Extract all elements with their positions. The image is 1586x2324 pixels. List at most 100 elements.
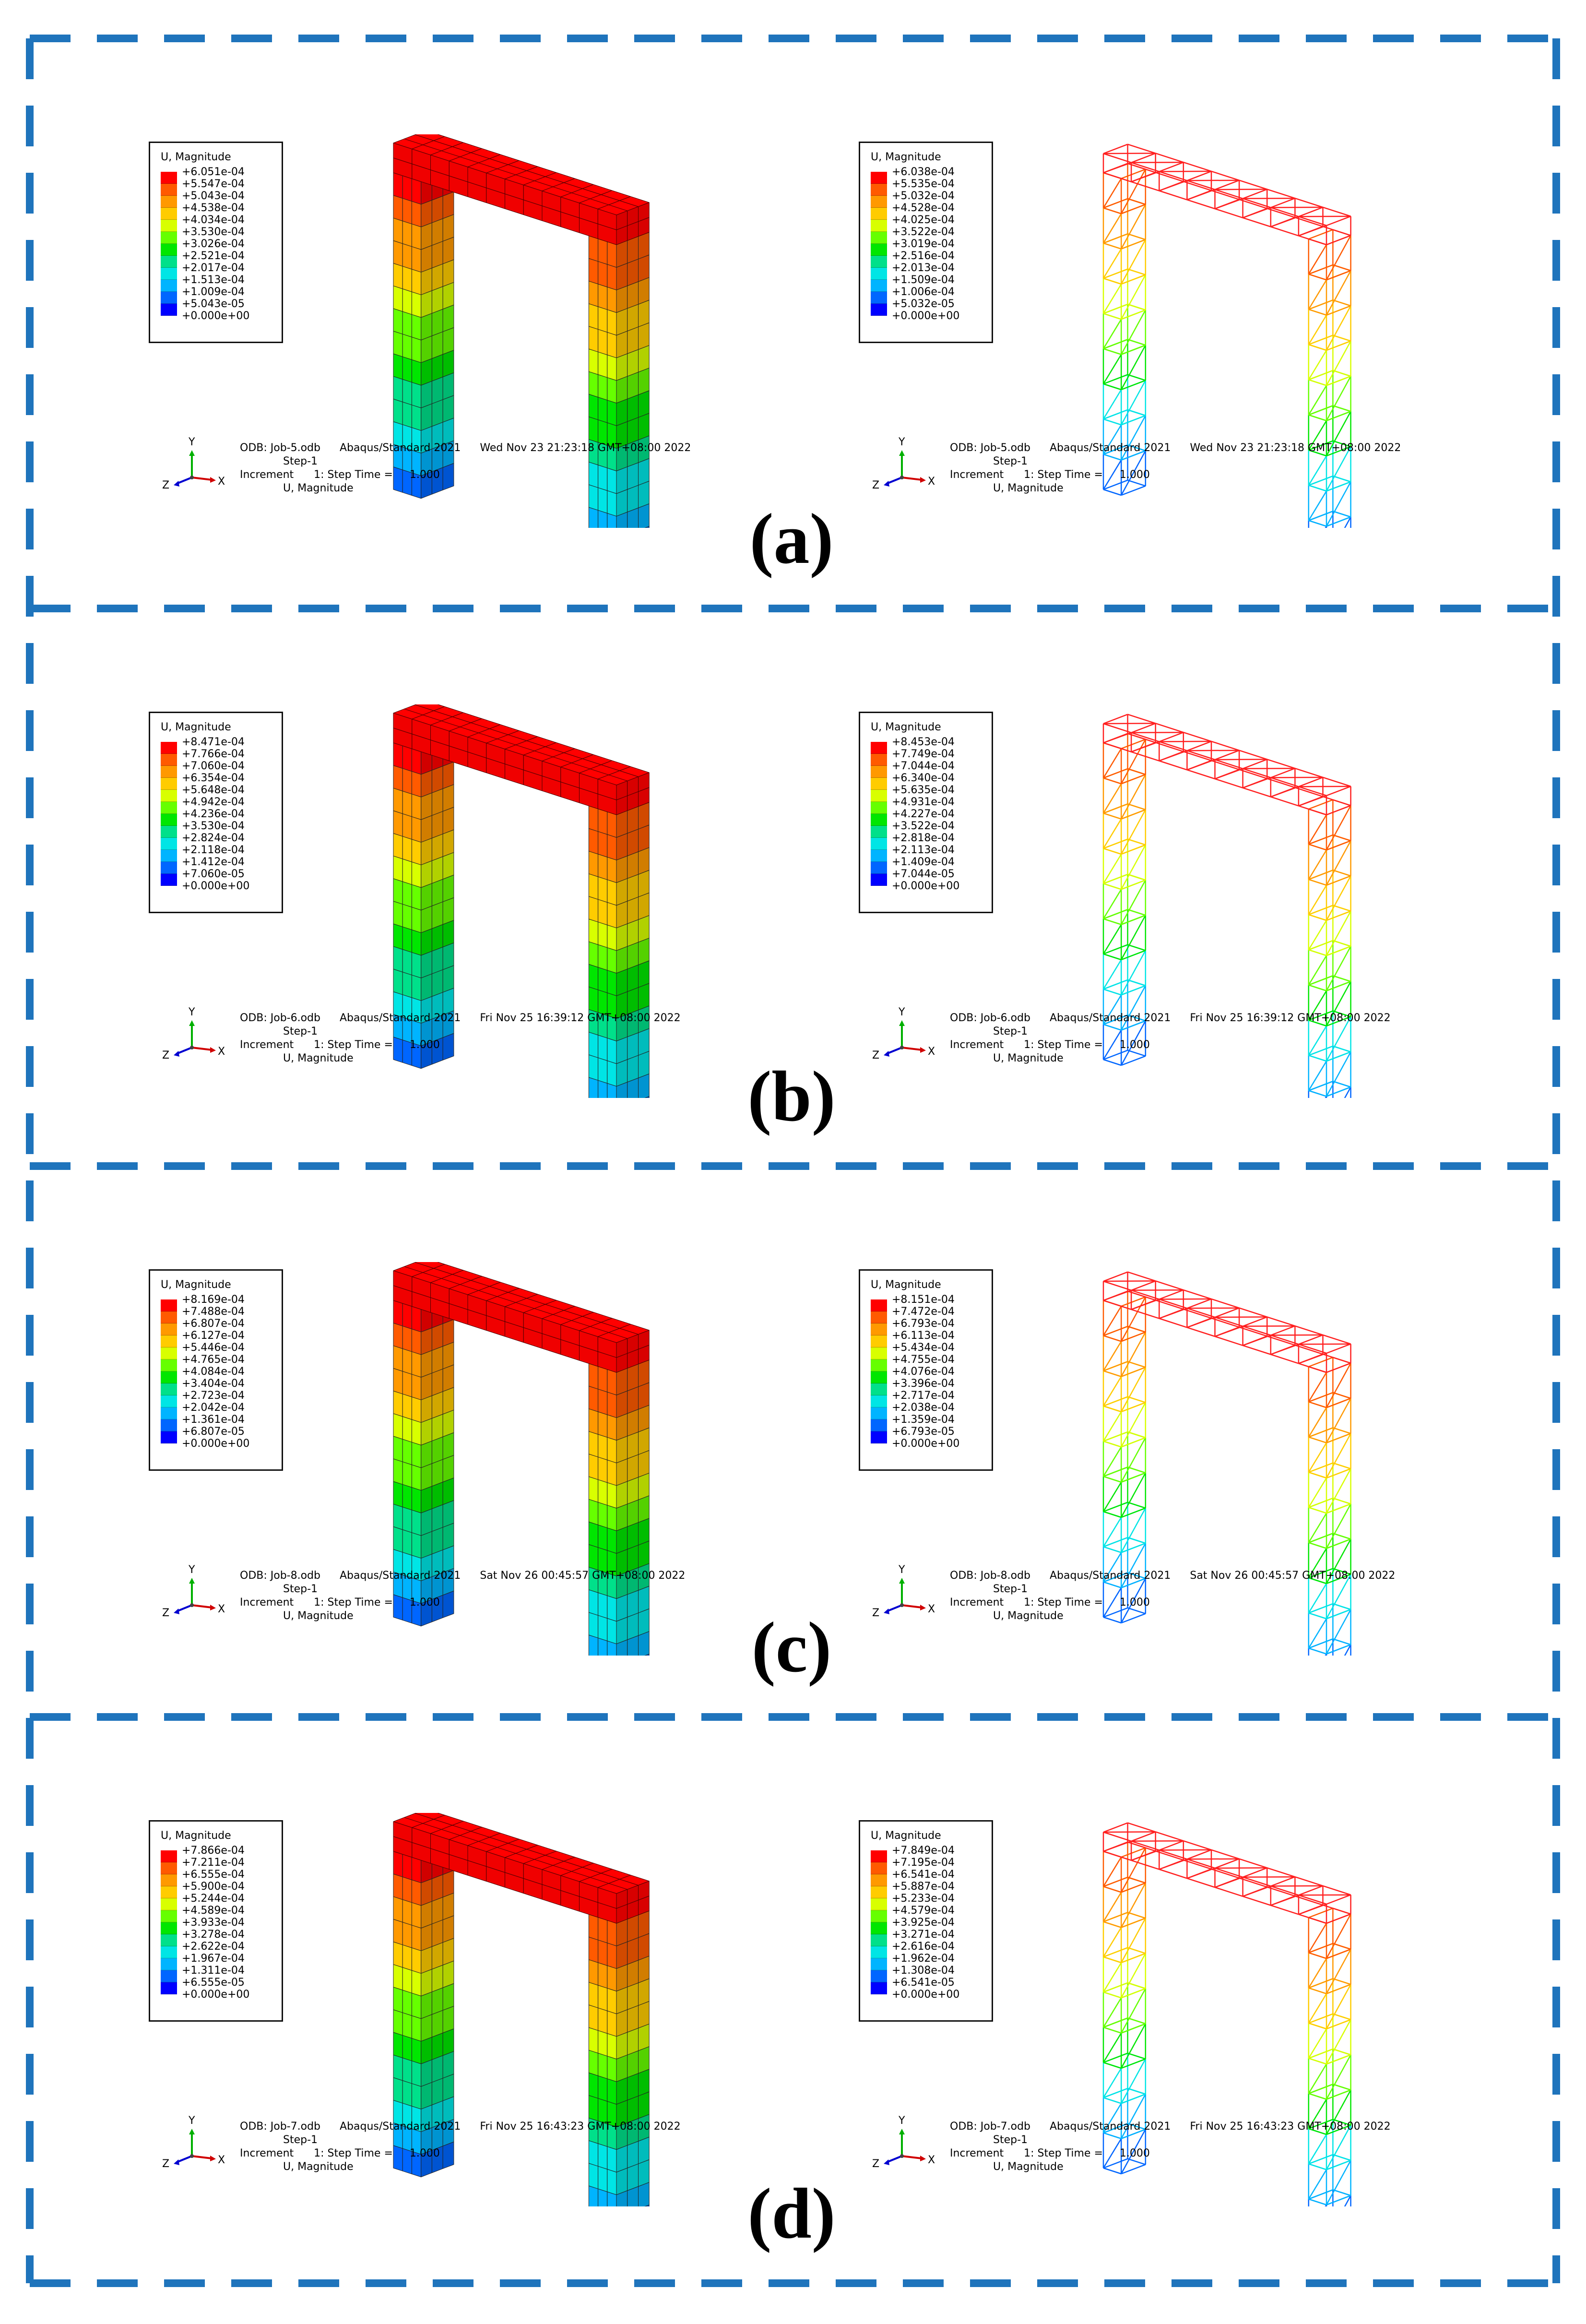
legend-swatch [871, 1922, 887, 1934]
legend-swatch [161, 172, 177, 184]
solid-legend: U, Magnitude+8.471e-04+7.766e-04+7.060e-… [149, 712, 283, 913]
variable-name: U, Magnitude [993, 1610, 1064, 1622]
legend-value: +3.396e-04 [892, 1378, 955, 1390]
legend-value: +2.717e-04 [892, 1390, 955, 1402]
increment-line: Increment 1: Step Time = 1.000 [240, 2147, 440, 2159]
variable-name: U, Magnitude [283, 482, 354, 494]
legend-value: +4.236e-04 [182, 808, 245, 820]
axis-z-label: Z [872, 2158, 879, 2170]
legend-swatch [161, 1910, 177, 1922]
axis-triad-icon: YXZ [162, 1006, 225, 1061]
legend-value: +0.000e+00 [182, 310, 250, 322]
legend-value: +7.044e-04 [892, 760, 955, 772]
legend-swatch [161, 1898, 177, 1910]
legend-swatch [871, 826, 887, 838]
variable-name: U, Magnitude [283, 1610, 354, 1622]
axis-x-label: X [218, 476, 225, 488]
legend-value: +8.169e-04 [182, 1294, 245, 1306]
legend-swatch [871, 790, 887, 802]
legend-swatch [871, 1886, 887, 1898]
legend-value: +4.579e-04 [892, 1905, 955, 1917]
run-date: Fri Nov 25 16:43:23 GMT+08:00 2022 [1190, 2121, 1391, 2133]
legend-swatch [161, 742, 177, 754]
legend-value: +4.755e-04 [892, 1354, 955, 1366]
step-name: Step-1 [993, 2134, 1028, 2146]
legend-value: +7.060e-05 [182, 868, 245, 880]
legend-value: +0.000e+00 [182, 880, 250, 892]
legend-value: +0.000e+00 [182, 1438, 250, 1450]
legend-value: +3.271e-04 [892, 1929, 955, 1941]
legend-swatch [871, 778, 887, 790]
legend-swatch [161, 184, 177, 196]
legend-swatch [871, 304, 887, 316]
legend-value: +3.933e-04 [182, 1917, 245, 1929]
legend-value: +3.404e-04 [182, 1378, 245, 1390]
legend-value: +1.361e-04 [182, 1414, 245, 1426]
legend-swatch [871, 802, 887, 814]
axis-y-label: Y [898, 1006, 905, 1018]
legend-value: +0.000e+00 [892, 310, 960, 322]
axis-z-label: Z [162, 2158, 169, 2170]
truss-portal-model [1102, 1271, 1351, 1656]
solid-portal-model [393, 134, 650, 528]
legend-swatch [161, 1862, 177, 1874]
legend-value: +1.967e-04 [182, 1953, 245, 1965]
legend-labels: +7.866e-04+7.211e-04+6.555e-04+5.900e-04… [182, 1845, 249, 2001]
legend-swatch [871, 1419, 887, 1431]
software-name: Abaqus/Standard 2021 [340, 2121, 461, 2133]
legend-swatch [871, 1299, 887, 1311]
legend-labels: +8.453e-04+7.749e-04+7.044e-04+6.340e-04… [892, 736, 959, 892]
odb-name: ODB: Job-5.odb [950, 442, 1030, 454]
legend-swatch [871, 244, 887, 256]
legend-value: +4.765e-04 [182, 1354, 245, 1366]
increment-line: Increment 1: Step Time = 1.000 [950, 1597, 1150, 1609]
legend-swatch [161, 838, 177, 850]
legend-value: +2.723e-04 [182, 1390, 245, 1402]
increment-line: Increment 1: Step Time = 1.000 [950, 2147, 1150, 2159]
legend-swatch [161, 304, 177, 316]
legend-swatch [161, 1347, 177, 1359]
legend-swatch [161, 814, 177, 826]
legend-value: +6.038e-04 [892, 166, 955, 178]
odb-name: ODB: Job-6.odb [950, 1012, 1030, 1024]
panel-label: (c) [751, 1608, 832, 1687]
legend-swatch [871, 766, 887, 778]
panel-b: U, Magnitude+8.471e-04+7.766e-04+7.060e-… [0, 608, 1586, 1166]
legend-value: +4.034e-04 [182, 214, 245, 226]
legend-value: +6.113e-04 [892, 1330, 955, 1342]
legend-value: +7.211e-04 [182, 1857, 245, 1869]
legend-value: +7.488e-04 [182, 1306, 245, 1318]
truss-portal-model [1102, 714, 1351, 1098]
legend-swatch [871, 232, 887, 244]
legend-swatch [161, 244, 177, 256]
axis-x-label: X [928, 1046, 935, 1058]
variable-name: U, Magnitude [993, 482, 1064, 494]
software-name: Abaqus/Standard 2021 [1050, 1012, 1171, 1024]
legend-swatch [871, 220, 887, 232]
legend-value: +6.793e-05 [892, 1426, 955, 1438]
legend-swatch [871, 1970, 887, 1982]
legend-value: +5.043e-04 [182, 190, 245, 202]
legend-value: +7.849e-04 [892, 1845, 955, 1857]
legend-value: +5.244e-04 [182, 1893, 245, 1905]
legend-swatch [161, 1874, 177, 1886]
legend-value: +1.308e-04 [892, 1965, 955, 1977]
legend-swatch [161, 1850, 177, 1862]
legend-value: +2.038e-04 [892, 1402, 955, 1414]
software-name: Abaqus/Standard 2021 [340, 1570, 461, 1582]
run-date: Sat Nov 26 00:45:57 GMT+08:00 2022 [480, 1570, 686, 1582]
legend-swatch [871, 1850, 887, 1862]
software-name: Abaqus/Standard 2021 [1050, 442, 1171, 454]
legend-swatch [161, 1407, 177, 1419]
legend-swatch [161, 1311, 177, 1323]
axis-y-label: Y [898, 1564, 905, 1576]
axis-z-label: Z [872, 1049, 879, 1061]
legend-swatch [871, 874, 887, 886]
legend-swatch [871, 1395, 887, 1407]
